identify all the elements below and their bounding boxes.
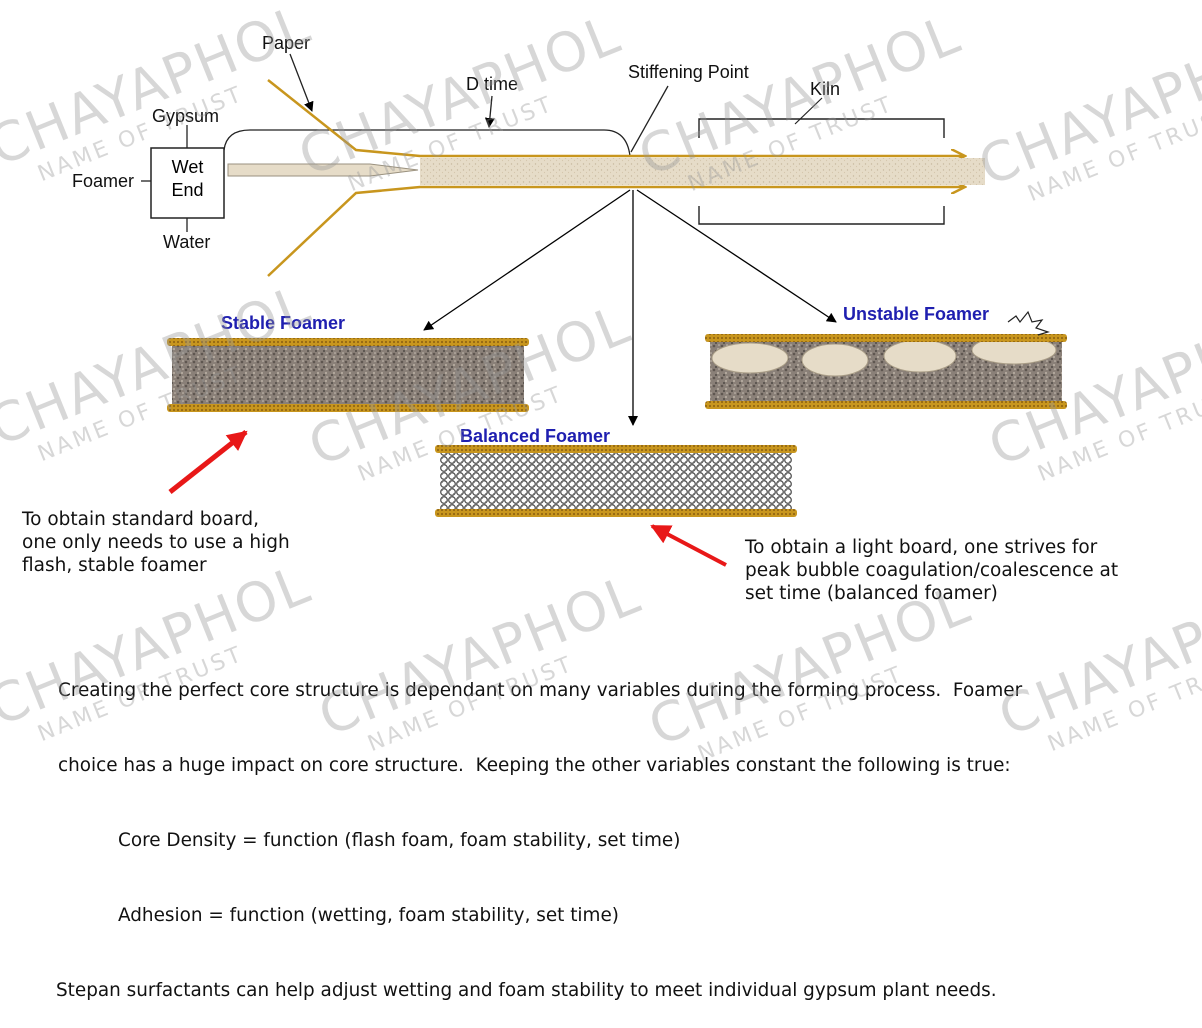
balanced-board: [435, 445, 797, 517]
light-board-note: To obtain a light board, one strives for…: [745, 537, 1119, 604]
d-time-label: D time: [466, 74, 519, 94]
standard-board-note: To obtain standard board, one only needs…: [22, 509, 290, 576]
gypsum-label: Gypsum: [152, 106, 220, 126]
balanced-foamer-title: Balanced Foamer: [460, 426, 611, 446]
stiffening-pointer: [630, 85, 669, 153]
stiffening-point-label: Stiffening Point: [628, 62, 749, 82]
paper-bottom: [267, 187, 965, 277]
water-label: Water: [163, 232, 211, 252]
d-time-pointer: [484, 95, 495, 128]
caption-text: Creating the perfect core structure is d…: [56, 628, 1023, 1028]
caption-line-1: Creating the perfect core structure is d…: [58, 680, 1023, 701]
arrow-to-stable: [423, 189, 631, 331]
board-core-strip: [420, 158, 985, 185]
paper-top: [267, 79, 965, 156]
paper-label: Paper: [262, 33, 311, 53]
kiln-pointer: [794, 97, 823, 125]
d-time-bracket: [223, 129, 631, 157]
stable-board: [167, 338, 529, 412]
caption-line-4: Adhesion = function (wetting, foam stabi…: [118, 905, 619, 926]
kiln-label: Kiln: [810, 79, 841, 99]
wet-end-label: Wet End: [171, 157, 204, 200]
unstable-foamer-title: Unstable Foamer: [843, 304, 990, 324]
foamer-label: Foamer: [72, 171, 135, 191]
burst-icon: [1007, 310, 1050, 336]
kiln-outline: [698, 118, 945, 225]
caption-line-2: choice has a huge impact on core structu…: [58, 755, 1011, 776]
slurry-injection-arrow: [227, 163, 419, 177]
paper-pointer: [289, 53, 314, 112]
wet-end-box: [150, 147, 225, 219]
caption-line-5: Stepan surfactants can help adjust wetti…: [56, 980, 997, 1001]
caption-line-3: Core Density = function (flash foam, foa…: [118, 830, 681, 851]
stable-foamer-title: Stable Foamer: [221, 313, 346, 333]
arrow-to-unstable: [636, 189, 837, 323]
red-arrow-standard: [168, 430, 248, 494]
red-arrow-light: [650, 524, 727, 567]
forming-process-diagram: [141, 53, 1067, 567]
unstable-board: [705, 310, 1067, 409]
